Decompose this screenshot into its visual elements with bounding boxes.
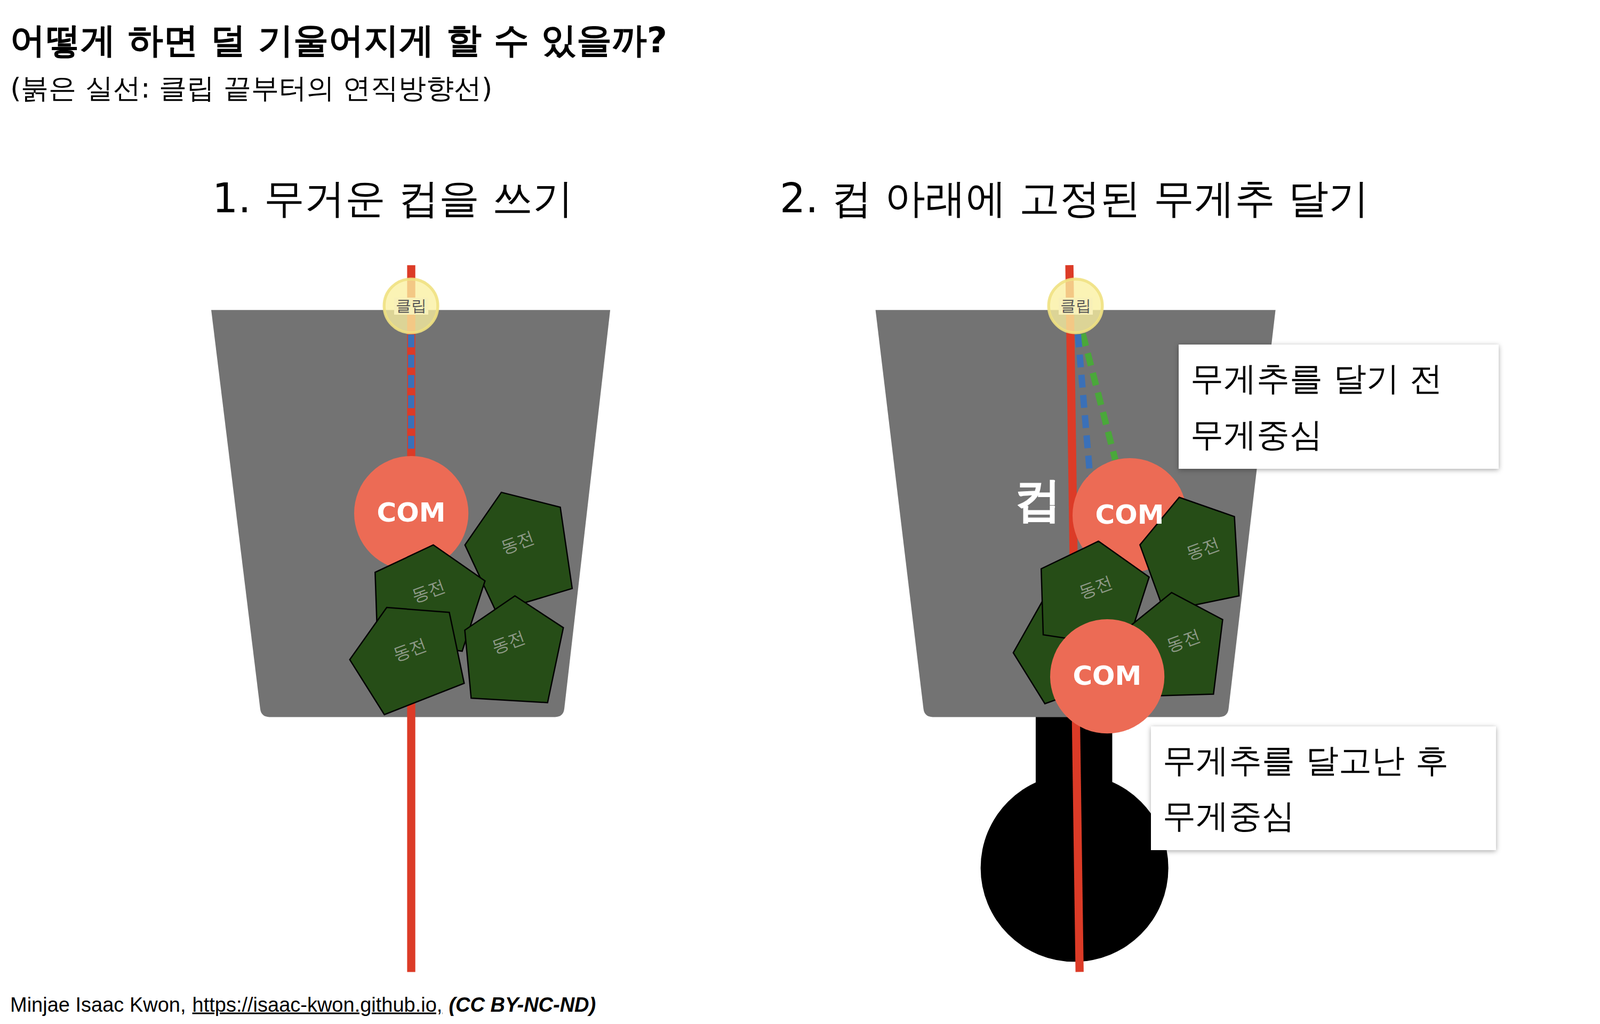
node-label: 클립 <box>1058 297 1093 315</box>
node-label: COM <box>377 498 446 528</box>
circle-fill <box>354 456 469 571</box>
license-note: (CC BY-NC-ND) <box>448 993 596 1016</box>
coin-fill <box>337 588 475 720</box>
footer: Minjae Isaac Kwon,https://isaac-kwon.git… <box>10 993 596 1016</box>
dashed-connector <box>408 334 415 456</box>
panel-heading: 2. 컵 아래에 고정된 무게추 달기 <box>779 171 1370 227</box>
coin-fill <box>1132 488 1249 613</box>
node-label: COM <box>1094 500 1164 530</box>
circle-fill <box>1048 278 1103 333</box>
callout-box: 무게추를 달고난 후 무게중심 <box>1150 726 1496 851</box>
coin-fill <box>458 591 566 706</box>
clip-marker: 클립 <box>382 277 440 335</box>
circle-fill <box>1050 619 1165 734</box>
node-label: COM <box>1072 661 1142 691</box>
panel-heading: 1. 무거운 컵을 쓰기 <box>212 171 574 227</box>
coin-shape: 동전 <box>456 589 568 708</box>
website-link: https://isaac-kwon.github.io, <box>192 993 443 1016</box>
callout-text: 무게추를 달기 전 무게중심 <box>1190 350 1487 462</box>
author-credit: Minjae Isaac Kwon, <box>10 993 187 1016</box>
subtitle: (붉은 실선: 클립 끝부터의 연직방향선) <box>10 69 493 108</box>
diagram-title: 어떻게 하면 덜 기울어지게 할 수 있을까? <box>10 16 668 65</box>
center-of-mass: COM <box>1050 619 1165 734</box>
callout-text: 무게추를 달고난 후 무게중심 <box>1162 732 1485 844</box>
callout-box: 무게추를 달기 전 무게중심 <box>1178 344 1499 469</box>
clip-marker: 클립 <box>1046 277 1104 335</box>
center-of-mass: COM <box>354 456 469 571</box>
cup-label: 컵 <box>1014 468 1062 532</box>
circle-fill <box>384 278 439 333</box>
node-label: 클립 <box>394 297 429 315</box>
